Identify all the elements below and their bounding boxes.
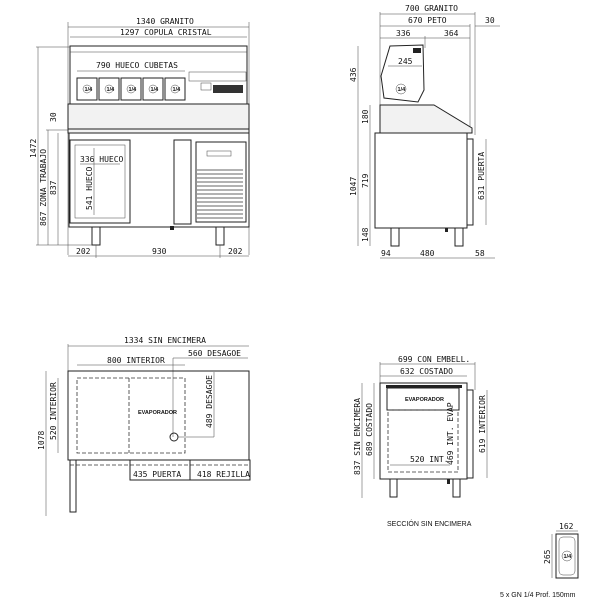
dim-interior-width: 800 INTERIOR [107,356,165,365]
side-door [466,138,474,226]
side-body [374,132,468,229]
dim-plan-width: 1334 SIN ENCIMERA [124,336,206,345]
svg-text:1/4: 1/4 [173,87,182,93]
dim-699: 699 CON EMBELL. [398,355,470,364]
drain-icon [169,432,179,442]
dim-glass-width: 1297 COPULA CRISTAL [120,28,212,37]
leg [389,478,398,498]
svg-text:1/4: 1/4 [129,87,138,93]
dim-drain-height: 489 DESAGOE [205,375,214,428]
dim-520-int: 520 INT. [410,455,449,464]
dim-58: 58 [475,249,485,258]
dim-depth: 1078 [37,431,46,450]
dim-436: 436 [349,67,358,82]
dim-granite-width: 1340 GRANITO [136,17,194,26]
dim-hole-width: 336 HUECO [80,155,124,164]
dim-peto: 670 PETO [408,16,447,25]
dim-bottom-right: 202 [228,247,243,256]
dim-grille-width: 418 REJILLA [197,470,250,479]
dim-837-section: 837 SIN ENCIMERA [353,398,362,475]
side-pan-label: 1/4 [398,87,407,93]
compressor-grille [195,141,247,223]
cabinet-body [68,132,250,228]
dim-632: 632 COSTADO [400,367,453,376]
dim-drain-width: 560 DESAGOE [188,349,241,358]
dim-837: 837 [49,180,58,195]
side-view: 700 GRANITO 670 PETO 30 336 364 245 1/4 … [349,4,500,259]
dim-245: 245 [398,57,413,66]
dim-180: 180 [361,109,370,124]
svg-text:1/4: 1/4 [107,87,116,93]
side-granite [379,104,473,134]
dim-480: 480 [420,249,435,258]
door-swing [69,460,77,513]
plan-view: 1334 SIN ENCIMERA 800 INTERIOR 560 DESAG… [37,336,251,516]
svg-text:1/4: 1/4 [85,87,94,93]
pan-outline [555,533,579,579]
side-canopy [380,44,425,103]
section-evaporator-box [386,387,460,411]
leg [452,478,461,498]
dim-pan-width: 162 [559,522,574,531]
gn-pan-detail: 162 1/4 265 5 x GN 1/4 Prof. 150mm [500,522,579,599]
drawer-handle [206,150,232,157]
section-evaporator: EVAPORADOR [405,397,444,403]
pan-caption: 5 x GN 1/4 Prof. 150mm [500,592,576,599]
leg [454,227,464,247]
dim-1047: 1047 [349,177,358,196]
dim-granite-thickness: 30 [49,112,58,122]
glass-door [69,139,131,224]
gn-pans: 1/4 1/4 1/4 1/4 1/4 [76,77,186,101]
section-view: 699 CON EMBELL. 632 COSTADO EVAPORADOR 5… [353,355,488,528]
dim-364: 364 [444,29,459,38]
dim-total-height: 1472 [29,139,38,158]
dim-side-granite: 700 GRANITO [405,4,458,13]
plan-interior [76,377,186,454]
section-caption: SECCIÓN SIN ENCIMERA [387,519,472,528]
dim-pan-height: 265 [543,549,552,564]
dim-interior-height: 520 INTERIOR [49,382,58,440]
dim-619-interior: 619 INTERIOR [478,395,487,453]
pan-label: 1/4 [564,554,573,560]
leg [215,226,225,246]
dim-pans-opening: 790 HUECO CUBETAS [96,61,178,70]
dim-bottom-mid: 930 [152,247,167,256]
granite-slab [67,103,250,130]
leg [390,227,400,247]
dim-hole-height: 541 HUECO [85,166,94,210]
dim-336: 336 [396,29,411,38]
dim-bottom-left: 202 [76,247,91,256]
dim-94: 94 [381,249,391,258]
svg-text:1/4: 1/4 [151,87,160,93]
dim-719: 719 [361,173,370,188]
dim-469-evap: 469 INT. EVAP [446,402,455,465]
dim-door: 631 PUERTA [477,152,486,200]
front-view: 1340 GRANITO 1297 COPULA CRISTAL 790 HUE… [29,17,250,258]
dim-work-zone: 867 ZONA TRABAJO [39,149,48,226]
leg [91,226,101,246]
dim-side-30: 30 [485,16,495,25]
dim-148: 148 [361,227,370,242]
plan-evaporator: EVAPORADOR [138,410,177,416]
dim-door-width: 435 PUERTA [133,470,181,479]
dim-689: 689 COSTADO [365,403,374,456]
